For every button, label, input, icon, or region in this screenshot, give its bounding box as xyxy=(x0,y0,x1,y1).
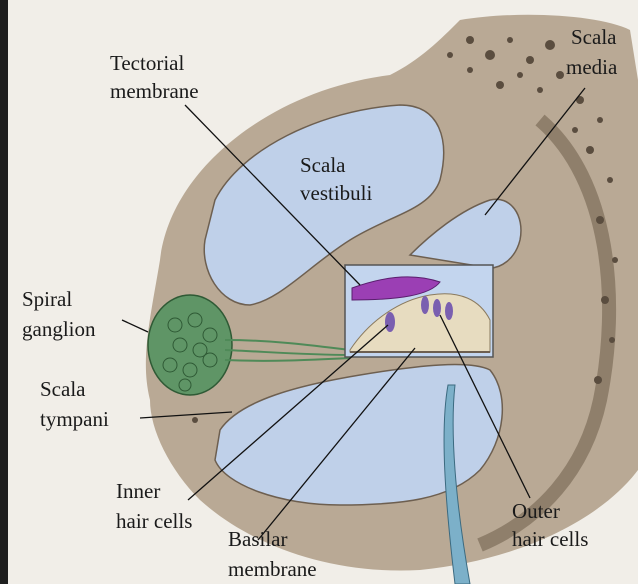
basilar-label-2: membrane xyxy=(228,557,317,581)
tectorial-label-1: Tectorial xyxy=(110,51,184,75)
spiral-ganglion-label-2: ganglion xyxy=(22,317,96,341)
inner-hair-label-1: Inner xyxy=(116,479,160,503)
basilar-label-1: Basilar xyxy=(228,527,287,551)
outer-hair-label-1: Outer xyxy=(512,499,560,523)
scala-vestibuli-label-2: vestibuli xyxy=(300,181,372,205)
scala-media-label-2: media xyxy=(566,55,618,79)
tectorial-label-2: membrane xyxy=(110,79,199,103)
scala-vestibuli-label-1: Scala xyxy=(300,153,346,177)
scala-tympani-label-1: Scala xyxy=(40,377,86,401)
scala-tympani-label-2: tympani xyxy=(40,407,109,431)
scala-media-label-1: Scala xyxy=(571,25,617,49)
inner-hair-label-2: hair cells xyxy=(116,509,192,533)
outer-hair-label-2: hair cells xyxy=(512,527,588,551)
spiral-ganglion-label-1: Spiral xyxy=(22,287,72,311)
